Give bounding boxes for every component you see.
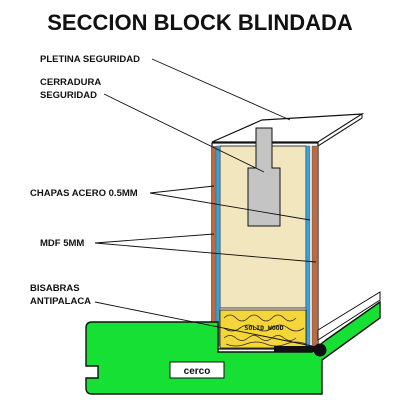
leader-pletina xyxy=(151,58,291,121)
hinge-rod xyxy=(274,346,318,352)
leader-bisagras xyxy=(94,301,313,347)
leader-cerradura xyxy=(103,93,265,173)
leader-chapas-left xyxy=(149,185,215,194)
diagram-title: SECCION BLOCK BLINDADA xyxy=(47,10,353,35)
label-cerradura-line1: CERRADURA xyxy=(40,77,101,88)
door-depth-lower xyxy=(317,291,381,341)
cerco-label: cerco xyxy=(184,366,211,377)
label-bisagras-line2: ANTIPALACA xyxy=(30,296,91,307)
hinge-knob xyxy=(313,343,327,357)
mdf-right xyxy=(311,145,319,347)
cerco-label-box xyxy=(169,361,225,379)
steel-sheet-left xyxy=(215,145,221,347)
label-bisagras-line1: BISABRAS xyxy=(30,283,80,294)
wood-grain xyxy=(223,314,307,347)
mdf-left xyxy=(212,146,216,346)
label-mdf: MDF 5MM xyxy=(40,238,84,249)
solid-wood-label: SOLID WOOD xyxy=(244,324,283,332)
leader-mdf-right xyxy=(94,242,317,263)
label-pletina: PLETINA SEGURIDAD xyxy=(40,54,140,65)
door-depth-upper xyxy=(317,117,363,147)
security-lock xyxy=(247,127,281,227)
label-chapas: CHAPAS ACERO 0.5MM xyxy=(30,188,138,199)
steel-sheet-right xyxy=(305,145,311,347)
label-cerradura-line2: SEGURIDAD xyxy=(40,90,97,101)
leader-chapas-right xyxy=(149,192,311,221)
leader-mdf-left xyxy=(94,233,215,244)
